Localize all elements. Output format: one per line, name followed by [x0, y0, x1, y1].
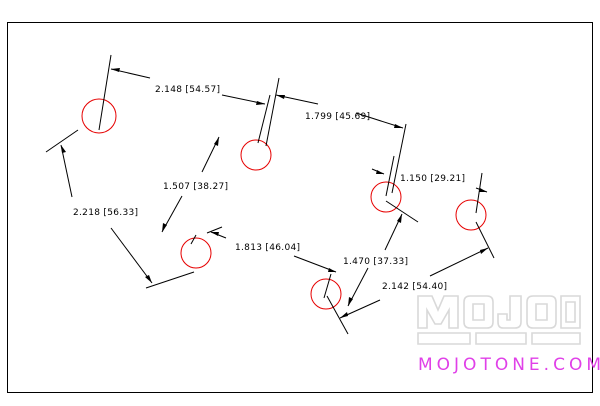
drawing-border — [7, 22, 593, 393]
hole-2 — [240, 139, 272, 171]
dimension-label-1799: 1.799 [45.69] — [305, 112, 370, 122]
hole-1 — [81, 98, 117, 134]
hole-3 — [180, 237, 212, 269]
brand-url: MOJOTONE.COM — [418, 355, 600, 375]
dimension-label-2142: 2.142 [54.40] — [382, 282, 447, 292]
hole-4 — [370, 181, 402, 213]
dimension-label-1813: 1.813 [46.04] — [235, 243, 300, 253]
hole-6 — [310, 278, 342, 310]
dimension-label-1470: 1.470 [37.33] — [343, 257, 408, 267]
dimension-lines — [45, 54, 495, 335]
holes — [81, 98, 487, 310]
dimension-label-1150: 1.150 [29.21] — [400, 174, 465, 184]
dimension-label-1507: 1.507 [38.27] — [163, 182, 228, 192]
dimension-arrowheads — [61, 68, 488, 318]
mojotone-logo — [417, 295, 581, 345]
dimension-label-2218: 2.218 [56.33] — [73, 208, 138, 218]
dimension-label-2148: 2.148 [54.57] — [155, 85, 220, 95]
hole-5 — [455, 199, 487, 231]
